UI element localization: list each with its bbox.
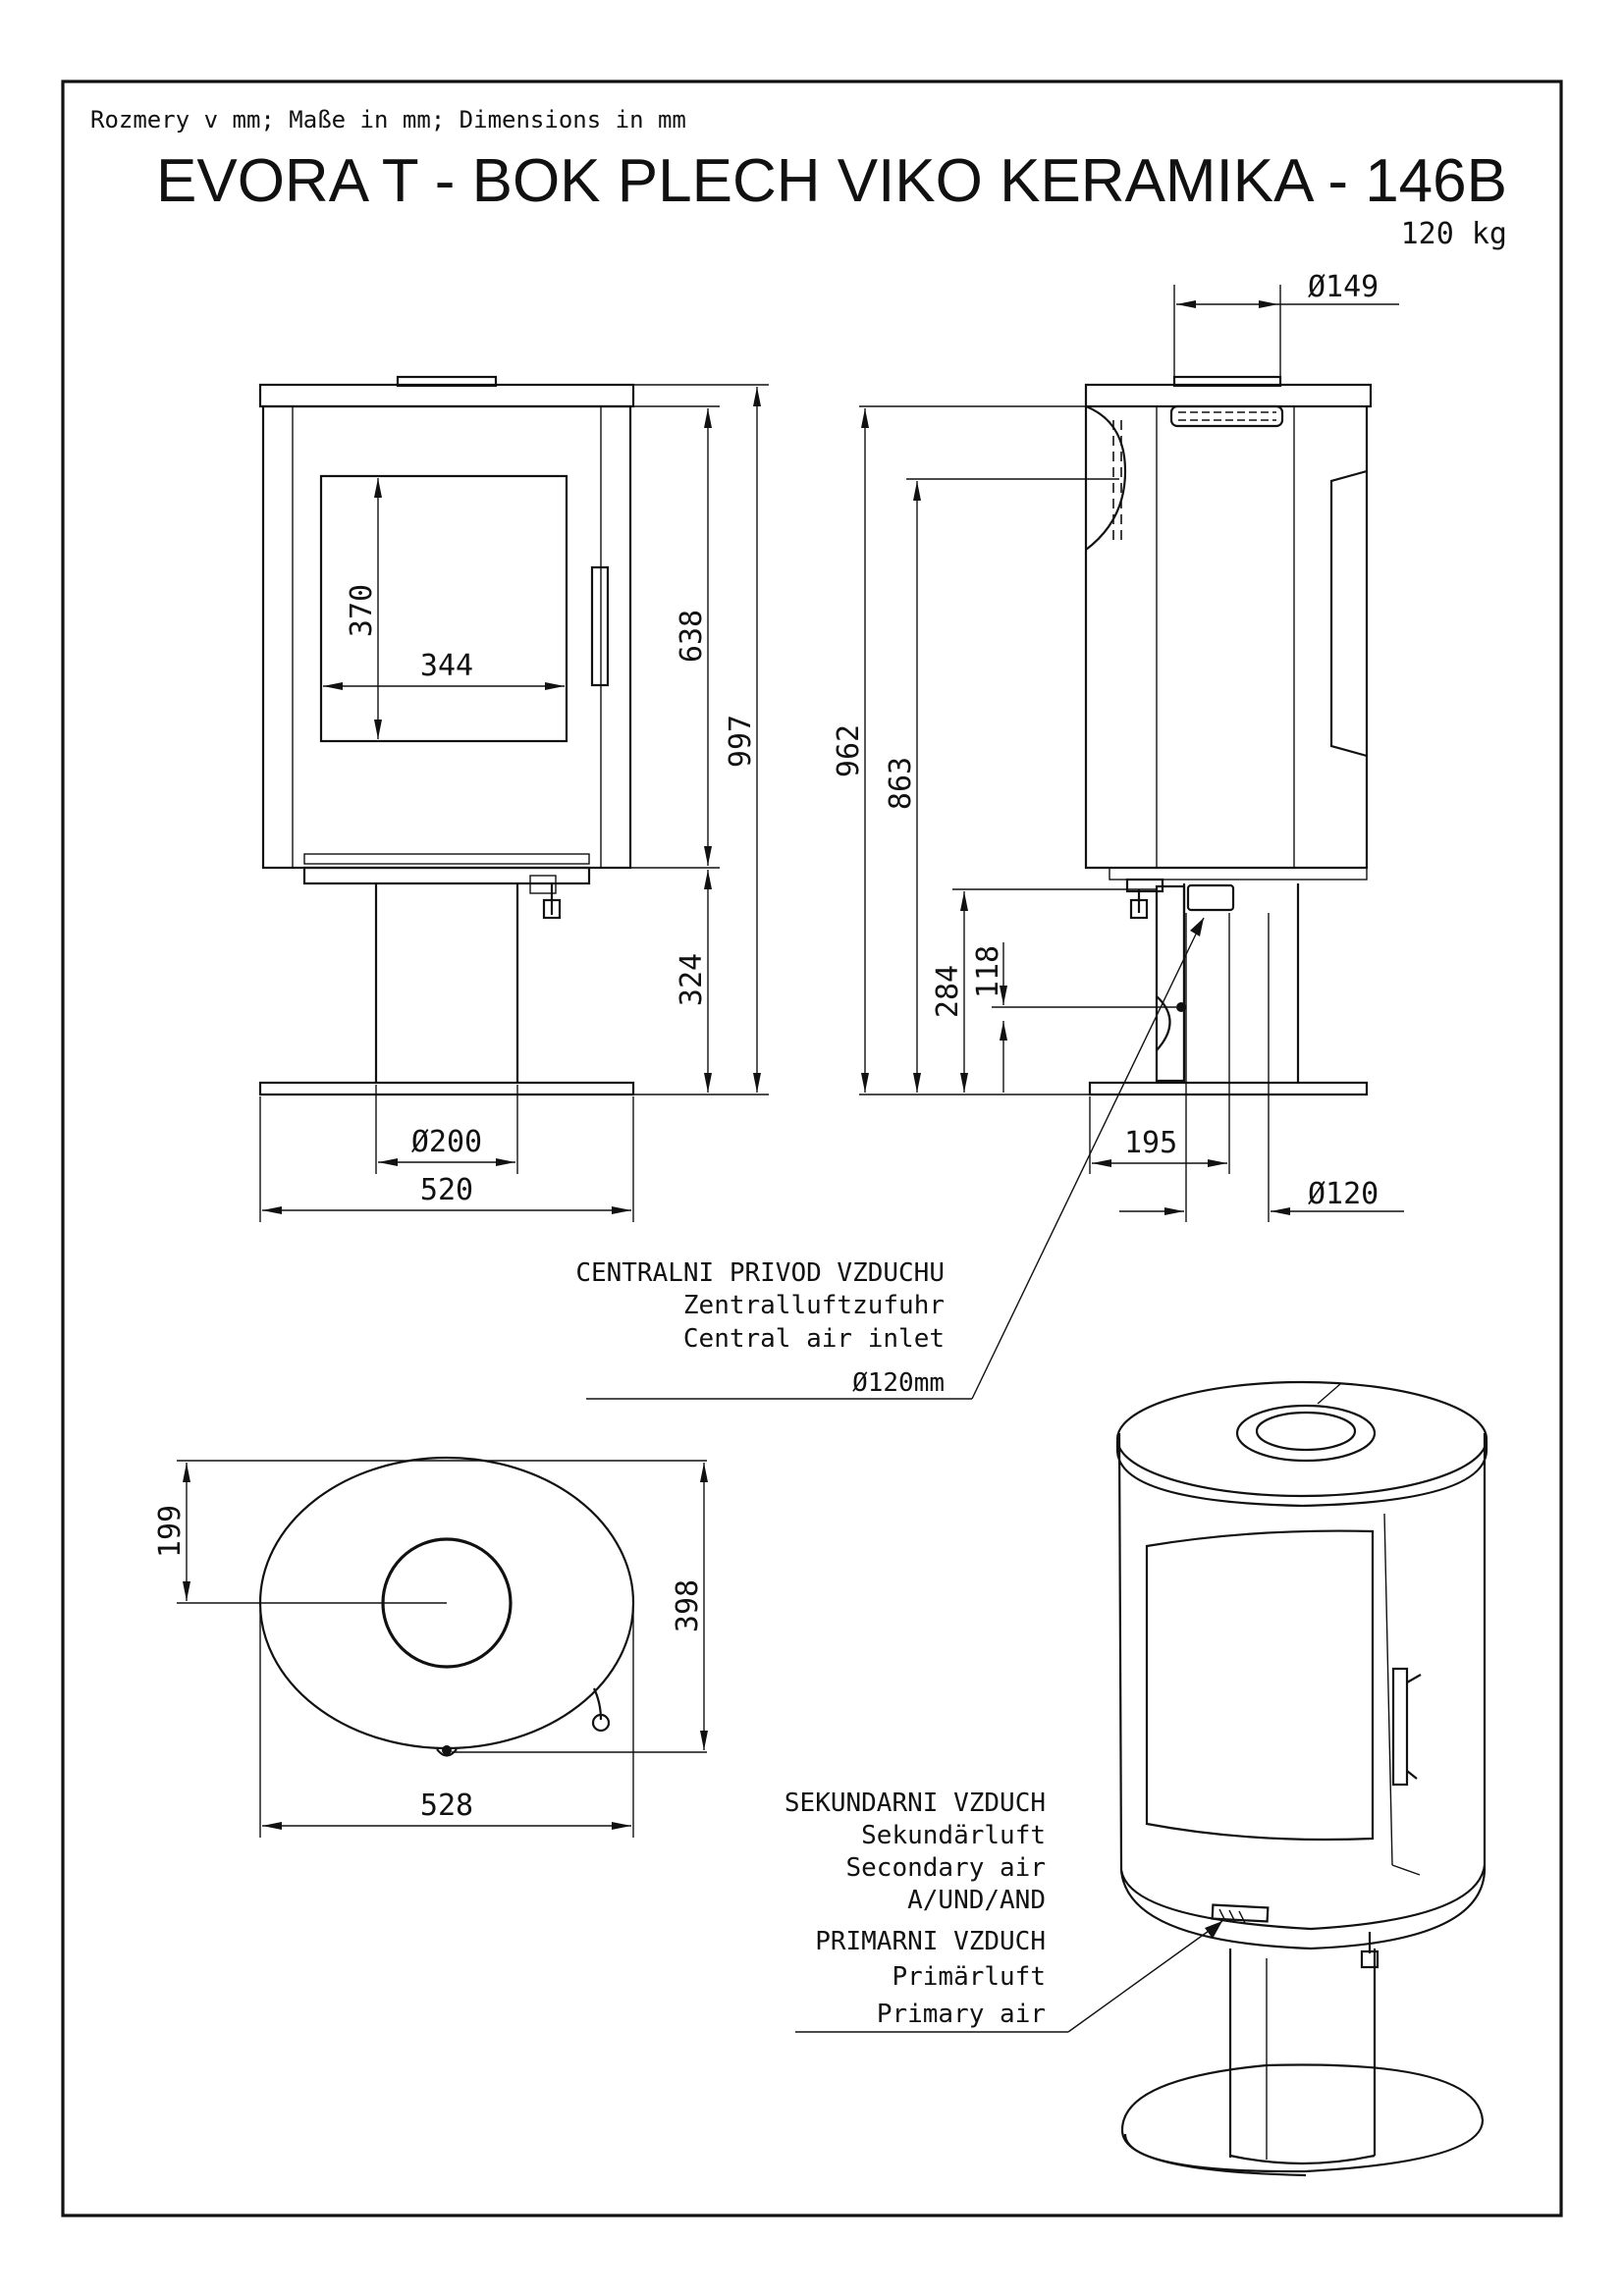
air-note-line7: Primary air — [877, 2000, 1046, 2029]
dim-inlet-axis-height: 118 — [971, 945, 1005, 998]
air-note-line2: Sekundärluft — [861, 1821, 1046, 1850]
front-top-plate — [258, 383, 635, 408]
dim-total-height-side: 962 — [832, 724, 866, 777]
front-base-plate — [258, 1081, 635, 1096]
persp-door-glass — [1145, 1529, 1375, 1842]
dim-inlet-height: 284 — [931, 965, 965, 1018]
air-note-line6: Primärluft — [892, 1962, 1046, 1992]
air-note-line5: PRIMARNI VZDUCH — [815, 1927, 1046, 1956]
front-glass — [319, 474, 568, 743]
dim-total-height-front: 997 — [724, 715, 758, 768]
dim-base-width: 520 — [420, 1173, 473, 1207]
top-view — [258, 1456, 635, 1757]
weight-label: 120 kg — [1401, 217, 1507, 251]
persp-base-plate — [1120, 2063, 1485, 2173]
dim-glass-height: 370 — [345, 584, 379, 637]
persp-door-handle — [1391, 1667, 1409, 1787]
front-door-handle — [590, 565, 610, 687]
side-base-plate — [1088, 1081, 1369, 1096]
dim-inlet-diameter: Ø120 — [1308, 1177, 1379, 1211]
central-air-line4: Ø120mm — [852, 1368, 945, 1398]
dim-center-offset: 199 — [153, 1505, 188, 1558]
central-air-line1: CENTRALNI PRIVOD VZDUCHU — [575, 1258, 945, 1288]
perspective-view — [1115, 1380, 1488, 2177]
air-note-line1: SEKUNDARNI VZDUCH — [784, 1789, 1046, 1818]
side-handle — [1329, 469, 1368, 758]
drawing-title: EVORA T - BOK PLECH VIKO KERAMIKA - 146B — [156, 147, 1507, 215]
air-note-line4: A/UND/AND — [907, 1886, 1046, 1915]
side-body — [1084, 406, 1369, 870]
central-air-line2: Zentralluftzufuhr — [683, 1291, 945, 1320]
sheet-border — [61, 80, 1563, 2217]
dim-depth: 398 — [671, 1579, 705, 1632]
side-air-inlet — [1155, 884, 1186, 1083]
front-ash-plate — [303, 853, 590, 865]
side-view — [1084, 375, 1373, 1096]
central-air-line3: Central air inlet — [683, 1324, 945, 1354]
front-bottom-plate — [302, 866, 591, 885]
dim-flue-axis-height: 863 — [884, 757, 918, 810]
side-top-plate — [1084, 383, 1373, 408]
front-view — [258, 375, 635, 1096]
front-flue-collar — [396, 375, 498, 388]
persp-flue-ring — [1235, 1404, 1377, 1463]
persp-top-plate — [1115, 1380, 1488, 1498]
dim-pedestal-height: 324 — [675, 953, 709, 1006]
dim-width: 528 — [420, 1789, 473, 1823]
dim-glass-width: 344 — [420, 649, 473, 683]
dim-flue-diameter: Ø149 — [1308, 270, 1379, 304]
side-flue-collar — [1172, 375, 1282, 388]
units-note: Rozmery v mm; Maße in mm; Dimensions in … — [90, 106, 686, 133]
air-note-line3: Secondary air — [846, 1853, 1047, 1883]
dim-pedestal-diameter: Ø200 — [411, 1125, 482, 1159]
dim-body-height: 638 — [675, 610, 709, 663]
dim-inlet-offset: 195 — [1124, 1126, 1177, 1160]
persp-body — [1117, 1432, 1487, 1950]
